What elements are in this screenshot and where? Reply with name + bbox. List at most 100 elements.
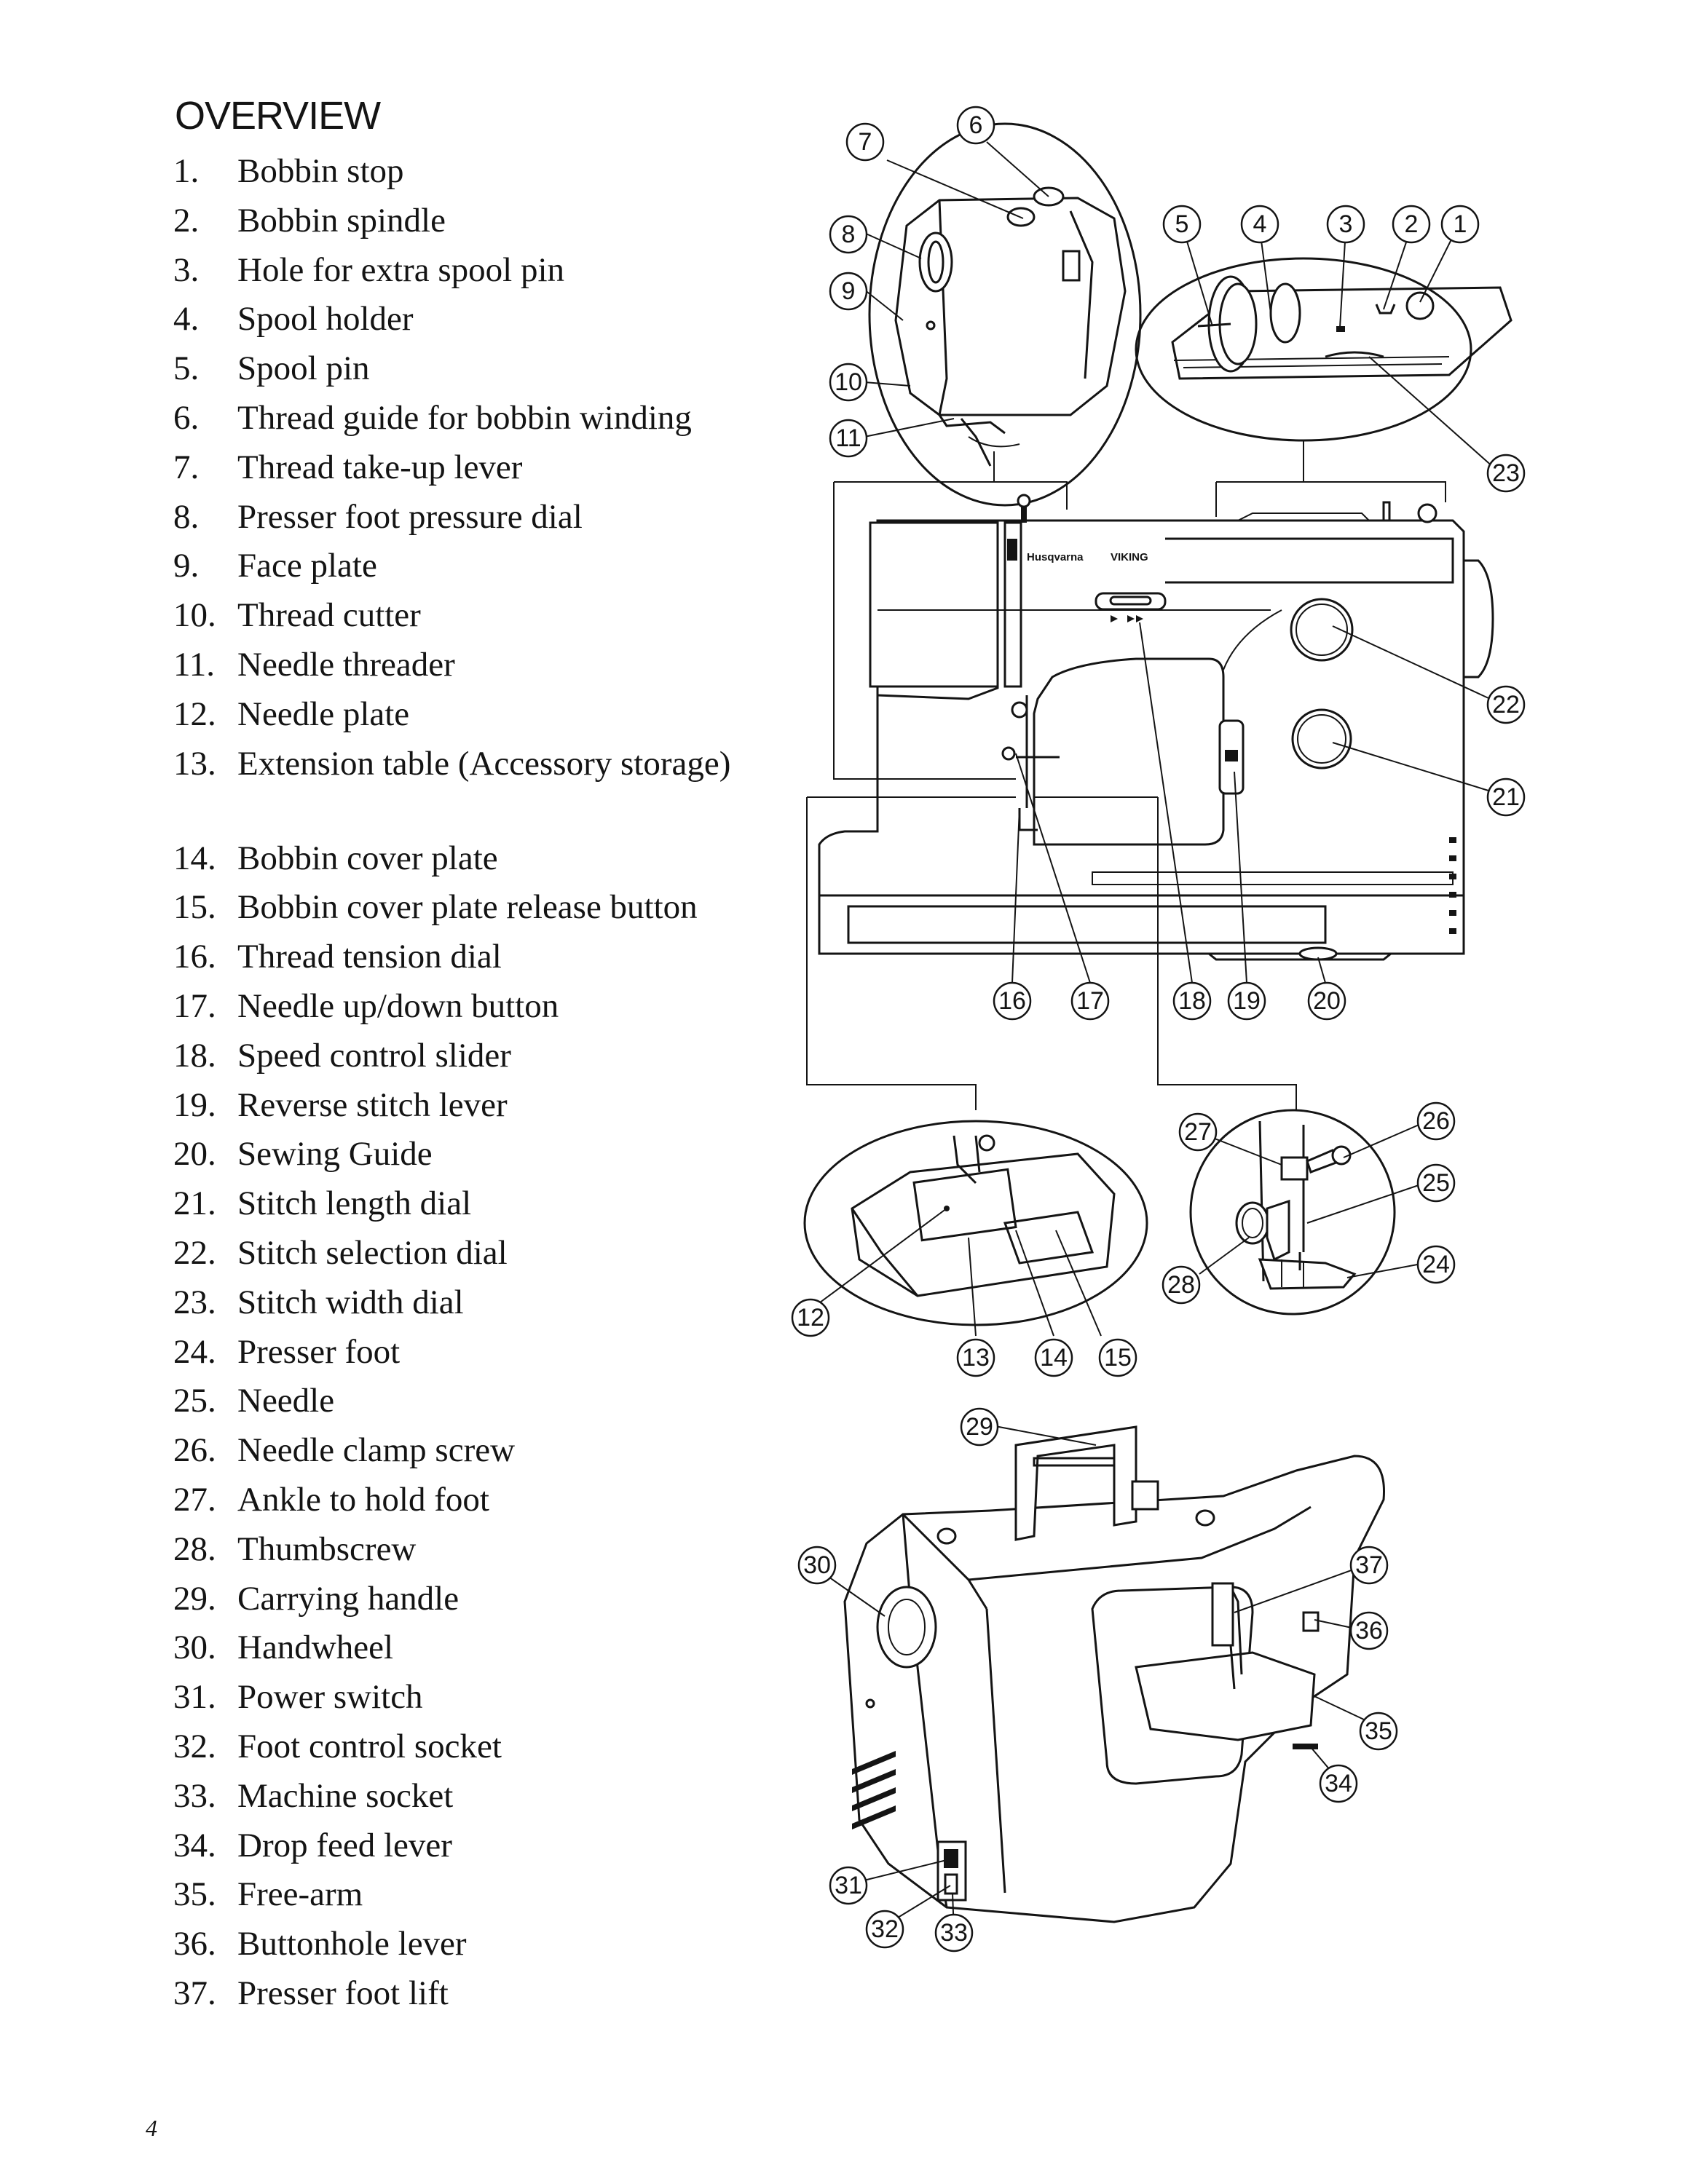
item-label: Drop feed lever <box>237 1826 452 1864</box>
item-label: Spool pin <box>237 349 370 388</box>
item-number: 21. <box>173 1184 216 1223</box>
callout-3: 3 <box>1326 205 1365 244</box>
callout-7: 7 <box>845 122 885 162</box>
item-number: 3. <box>173 250 200 289</box>
svg-text:27: 27 <box>1184 1118 1212 1146</box>
item-label: Extension table (Accessory storage) <box>237 744 731 783</box>
svg-text:28: 28 <box>1167 1271 1195 1299</box>
callout-27: 27 <box>1178 1112 1218 1152</box>
list-item: 7.Thread take-up lever <box>173 443 829 493</box>
item-number: 29. <box>173 1579 216 1618</box>
svg-text:16: 16 <box>998 987 1026 1015</box>
svg-text:30: 30 <box>803 1551 831 1579</box>
item-label: Speed control slider <box>237 1036 511 1075</box>
callout-4: 4 <box>1240 205 1279 244</box>
item-label: Thread cutter <box>237 596 421 635</box>
machine-front-view: Husqvarna VIKING <box>818 494 1494 961</box>
item-number: 15. <box>173 888 216 927</box>
item-number: 20. <box>173 1135 216 1174</box>
svg-text:26: 26 <box>1422 1107 1450 1135</box>
list-item: 3.Hole for extra spool pin <box>173 246 829 296</box>
item-number: 22. <box>173 1233 216 1272</box>
callout-37: 37 <box>1349 1546 1389 1585</box>
item-number: 8. <box>173 497 200 536</box>
callout-2: 2 <box>1392 205 1431 244</box>
callouts: 1 2 3 4 5 6 7 8 9 10 11 12 13 14 15 16 1… <box>791 106 1526 1952</box>
svg-text:10: 10 <box>835 368 862 396</box>
callout-9: 9 <box>829 272 868 311</box>
callout-21: 21 <box>1486 778 1526 817</box>
svg-text:8: 8 <box>842 221 856 248</box>
svg-text:34: 34 <box>1325 1770 1352 1797</box>
callout-12: 12 <box>791 1298 830 1337</box>
svg-text:20: 20 <box>1313 987 1341 1015</box>
callout-36: 36 <box>1349 1611 1389 1650</box>
item-number: 36. <box>173 1925 216 1963</box>
list-item: 34. Drop feed lever <box>173 1821 829 1871</box>
svg-text:1: 1 <box>1454 210 1467 238</box>
callout-14: 14 <box>1034 1338 1073 1377</box>
list-item: 10.Thread cutter <box>173 591 829 641</box>
item-label: Buttonhole lever <box>237 1925 467 1963</box>
item-number: 12. <box>173 695 216 733</box>
item-label: Foot control socket <box>237 1727 502 1765</box>
item-label: Thread guide for bobbin winding <box>237 398 692 437</box>
item-label: Sewing Guide <box>237 1135 433 1174</box>
svg-text:11: 11 <box>835 424 861 452</box>
item-label: Needle threader <box>237 645 455 684</box>
item-label: Presser foot <box>237 1332 401 1371</box>
page-heading: OVERVIEW <box>175 94 381 138</box>
inset-presser-foot <box>1189 1109 1396 1315</box>
svg-text:21: 21 <box>1492 783 1520 811</box>
callout-31: 31 <box>829 1866 868 1905</box>
list-item: 19.Reverse stitch lever <box>173 1081 829 1131</box>
list-item: 8. Presser foot pressure dial <box>173 493 829 542</box>
list-item: 23. Stitch width dial <box>173 1278 829 1328</box>
svg-text:17: 17 <box>1076 987 1104 1015</box>
item-number: 25. <box>173 1382 216 1420</box>
machine-rear-view <box>843 1425 1385 1923</box>
item-number: 18. <box>173 1036 216 1075</box>
svg-text:32: 32 <box>871 1915 899 1943</box>
list-item: 18. Speed control slider <box>173 1032 829 1081</box>
item-label: Presser foot lift <box>237 1974 449 2012</box>
svg-text:7: 7 <box>859 128 872 156</box>
list-item: 20. Sewing Guide <box>173 1130 829 1179</box>
item-label: Needle clamp screw <box>237 1431 516 1470</box>
svg-text:31: 31 <box>835 1872 862 1899</box>
list-item: 26. Needle clamp screw <box>173 1426 829 1476</box>
callout-19: 19 <box>1227 981 1266 1021</box>
list-item: 27.Ankle to hold foot <box>173 1476 829 1525</box>
callout-13: 13 <box>956 1338 995 1377</box>
list-item: 35.Free-arm <box>173 1870 829 1920</box>
callout-24: 24 <box>1416 1245 1456 1284</box>
item-label: Thread take-up lever <box>237 448 523 486</box>
svg-text:37: 37 <box>1355 1551 1383 1579</box>
list-item: 16.Thread tension dial <box>173 933 829 982</box>
item-number: 28. <box>173 1530 216 1568</box>
callout-5: 5 <box>1162 205 1202 244</box>
item-number: 24. <box>173 1332 216 1371</box>
item-label: Needle up/down button <box>237 986 559 1025</box>
item-label: Reverse stitch lever <box>237 1085 508 1124</box>
item-label: Stitch length dial <box>237 1184 472 1223</box>
svg-text:2: 2 <box>1405 210 1419 238</box>
item-number: 34. <box>173 1826 216 1864</box>
item-number: 14. <box>173 839 216 877</box>
list-item: 1.Bobbin stop <box>173 147 829 197</box>
item-label: Stitch width dial <box>237 1283 464 1321</box>
item-number: 30. <box>173 1629 216 1667</box>
item-label: Bobbin cover plate <box>237 839 498 877</box>
inset-needle-plate <box>803 1120 1148 1326</box>
item-label: Presser foot pressure dial <box>237 497 583 536</box>
svg-text:5: 5 <box>1175 210 1189 238</box>
item-label: Ankle to hold foot <box>237 1480 489 1519</box>
callout-30: 30 <box>797 1546 837 1585</box>
leader-lines <box>811 141 1501 1934</box>
item-number: 26. <box>173 1431 216 1470</box>
item-number: 23. <box>173 1283 216 1321</box>
item-number: 6. <box>173 398 200 437</box>
item-number: 33. <box>173 1776 216 1815</box>
item-number: 13. <box>173 744 216 783</box>
